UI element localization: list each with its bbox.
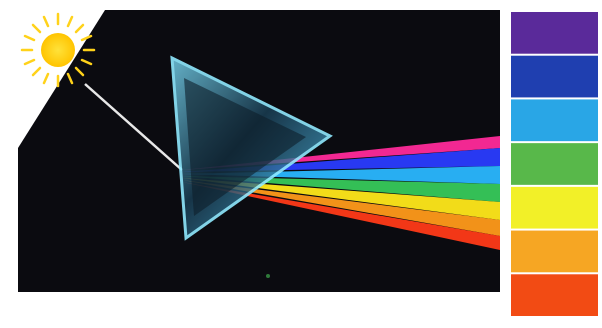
spectrum-band	[511, 12, 598, 54]
spectrum-band	[511, 99, 598, 141]
spectrum-band	[511, 231, 598, 273]
spectrum-band	[511, 187, 598, 229]
speck	[266, 274, 270, 278]
spectrum-band	[511, 56, 598, 98]
spectrum-band	[511, 274, 598, 316]
spectrum-band	[511, 143, 598, 185]
sun-icon	[22, 14, 94, 86]
spectrum-color-bar	[511, 12, 598, 316]
